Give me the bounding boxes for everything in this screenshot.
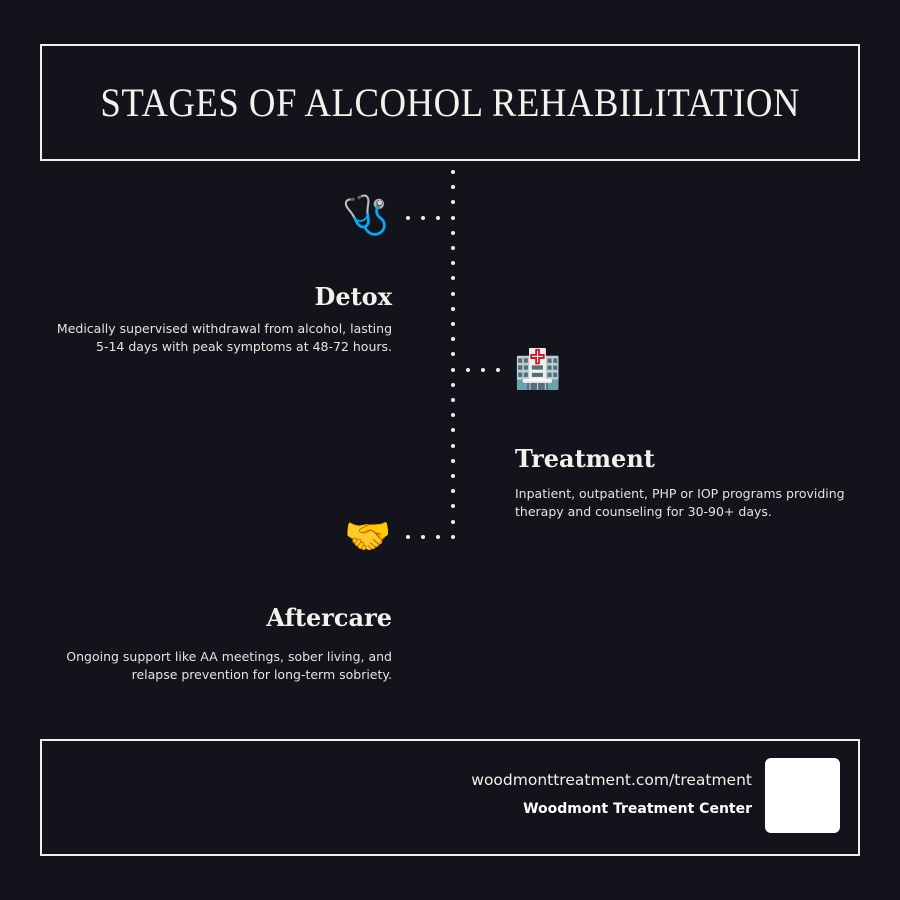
stage-title-aftercare: Aftercare	[266, 603, 392, 632]
timeline-dot	[451, 292, 455, 296]
timeline-dot	[451, 170, 455, 174]
timeline-dot	[451, 444, 455, 448]
timeline-dot	[406, 216, 410, 220]
timeline-dot	[436, 535, 440, 539]
timeline-dot	[451, 413, 455, 417]
timeline-dot	[451, 504, 455, 508]
timeline-dot	[451, 368, 455, 372]
timeline-dot	[451, 474, 455, 478]
timeline-dot	[496, 368, 500, 372]
timeline-dot	[451, 398, 455, 402]
timeline-dot	[421, 535, 425, 539]
stage-desc-aftercare: Ongoing support like AA meetings, sober …	[66, 649, 392, 682]
page-title: STAGES OF ALCOHOL REHABILITATION	[100, 80, 800, 125]
stage-title-treatment: Treatment	[515, 444, 655, 473]
timeline-dot	[451, 307, 455, 311]
timeline-dot	[451, 459, 455, 463]
handshake-icon: 🤝	[344, 514, 392, 558]
stage-title-detox: Detox	[314, 282, 392, 311]
timeline-dot	[451, 520, 455, 524]
timeline-dot	[451, 246, 455, 250]
logo-placeholder	[765, 758, 840, 833]
timeline-dot	[451, 322, 455, 326]
stethoscope-icon: 🩺	[342, 193, 390, 237]
timeline-dot	[451, 200, 455, 204]
title-banner: STAGES OF ALCOHOL REHABILITATION	[40, 44, 860, 161]
timeline-dot	[451, 216, 455, 220]
footer: woodmonttreatment.com/treatment Woodmont…	[40, 739, 860, 856]
footer-org-name: Woodmont Treatment Center	[523, 801, 752, 817]
timeline-dot	[451, 352, 455, 356]
timeline-dot	[406, 535, 410, 539]
timeline-dot	[451, 231, 455, 235]
timeline-dot	[451, 337, 455, 341]
stage-desc-detox: Medically supervised withdrawal from alc…	[56, 321, 392, 354]
timeline-dot	[451, 276, 455, 280]
timeline-dot	[481, 368, 485, 372]
timeline-dot	[451, 428, 455, 432]
timeline-dot	[451, 383, 455, 387]
timeline-dot	[466, 368, 470, 372]
timeline-dot	[421, 216, 425, 220]
timeline-dot	[451, 489, 455, 493]
footer-url-link[interactable]: woodmonttreatment.com/treatment	[471, 771, 752, 789]
timeline-dot	[451, 185, 455, 189]
stage-desc-treatment: Inpatient, outpatient, PHP or IOP progra…	[515, 486, 845, 519]
timeline-dot	[436, 216, 440, 220]
timeline-dot	[451, 535, 455, 539]
hospital-icon: 🏥	[514, 347, 562, 391]
timeline-dot	[451, 261, 455, 265]
